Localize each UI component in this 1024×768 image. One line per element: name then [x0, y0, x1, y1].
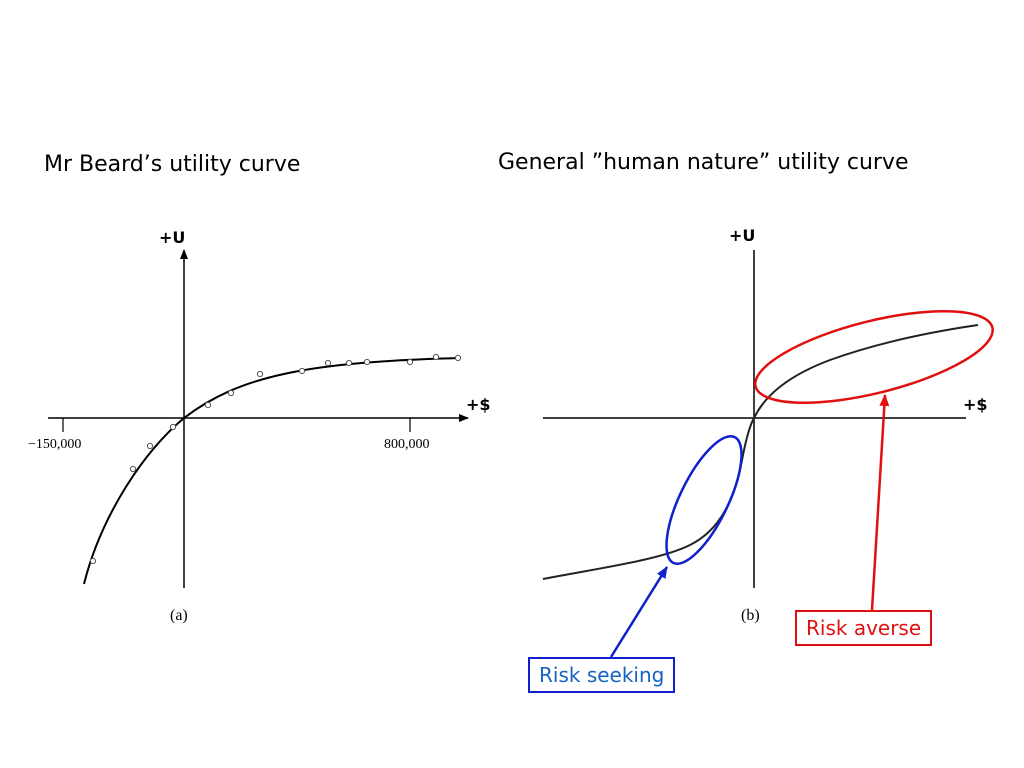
panel-a-tick-label-left: −150,000 [28, 437, 81, 452]
data-point [363, 358, 371, 366]
data-point [345, 359, 353, 367]
data-point [324, 359, 332, 367]
risk-seeking-highlight-ellipse [665, 434, 743, 566]
risk-seeking-arrow [609, 566, 669, 658]
panel-b-utility-curve [542, 324, 979, 580]
title-left: Mr Beard’s utility curve [44, 152, 301, 177]
panel-b-y-axis-label: +U [729, 226, 755, 245]
panel-b-x-axis-label: +$ [963, 395, 988, 414]
panel-b-label: (b) [741, 607, 760, 624]
risk-averse-arrow [870, 394, 890, 611]
data-point [146, 442, 154, 450]
panel-b: +U +$ (b) [542, 226, 994, 658]
panel-a: +U +$ −150,000 800,000 (a) [28, 228, 491, 624]
panel-a-tick-label-right: 800,000 [384, 437, 430, 452]
data-point [298, 367, 306, 375]
title-right: General ”human nature” utility curve [498, 150, 909, 175]
panel-a-utility-curve [83, 357, 461, 585]
panel-a-data-points [89, 353, 462, 565]
panel-a-label: (a) [170, 607, 188, 624]
risk-averse-highlight-ellipse [754, 310, 994, 404]
data-point [432, 353, 440, 361]
data-point [169, 423, 177, 431]
risk-averse-callout: Risk averse [795, 610, 933, 646]
data-point [89, 557, 97, 565]
risk-seeking-callout: Risk seeking [528, 657, 676, 693]
data-point [454, 354, 462, 362]
data-point [256, 370, 264, 378]
data-point [227, 389, 235, 397]
panel-a-y-axis-label: +U [159, 228, 185, 247]
data-point [204, 401, 212, 409]
data-point [129, 465, 137, 473]
panel-a-x-axis-label: +$ [466, 395, 491, 414]
data-point [406, 358, 414, 366]
